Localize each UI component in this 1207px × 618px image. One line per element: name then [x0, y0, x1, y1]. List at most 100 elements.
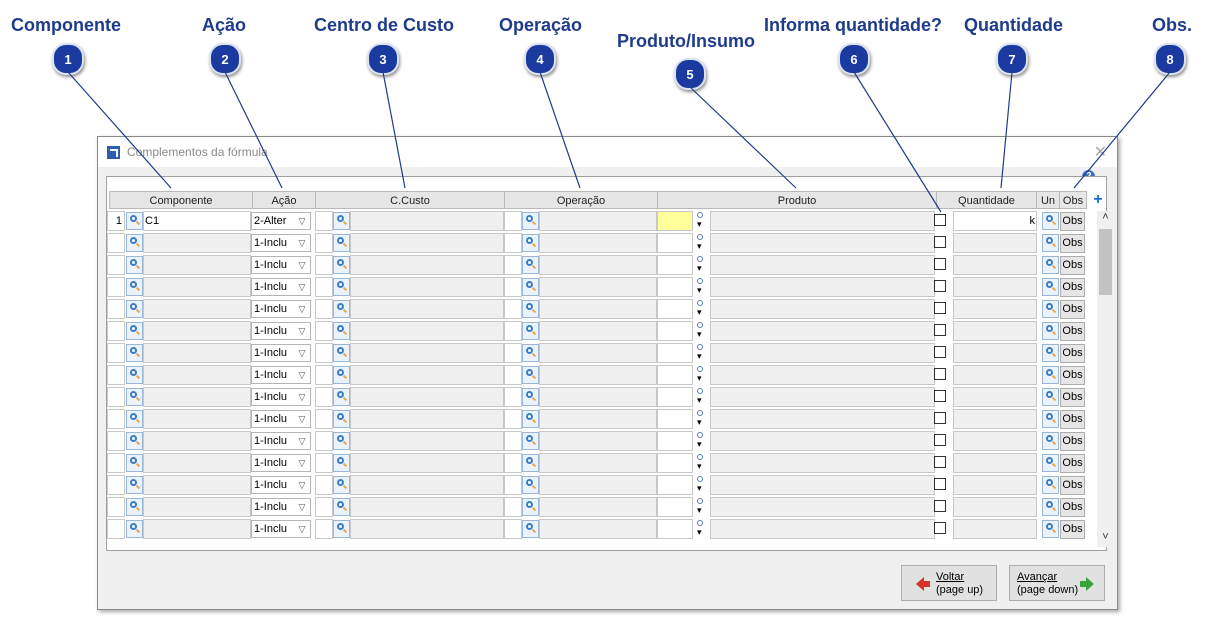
ccusto-code[interactable]	[315, 321, 333, 341]
operacao-lookup-icon[interactable]	[522, 234, 539, 252]
ccusto-lookup-icon[interactable]	[333, 366, 350, 384]
componente-lookup-icon[interactable]	[126, 520, 143, 538]
informa-quantidade-checkbox[interactable]	[934, 412, 946, 424]
ccusto-lookup-icon[interactable]	[333, 212, 350, 230]
produto-code[interactable]	[657, 343, 693, 363]
ccusto-code[interactable]	[315, 431, 333, 451]
operacao-code[interactable]	[504, 343, 522, 363]
produto-lookup-icon[interactable]	[695, 497, 709, 517]
close-icon[interactable]: ✕	[1093, 144, 1107, 161]
informa-quantidade-checkbox[interactable]	[934, 522, 946, 534]
quantidade-field[interactable]	[953, 277, 1037, 297]
operacao-lookup-icon[interactable]	[522, 212, 539, 230]
quantidade-field[interactable]	[953, 431, 1037, 451]
ccusto-code[interactable]	[315, 299, 333, 319]
componente-lookup-icon[interactable]	[126, 212, 143, 230]
quantidade-field[interactable]	[953, 255, 1037, 275]
add-row-plus-icon[interactable]: +	[1093, 191, 1103, 208]
un-lookup-icon[interactable]	[1042, 322, 1059, 340]
ccusto-code[interactable]	[315, 409, 333, 429]
ccusto-lookup-icon[interactable]	[333, 388, 350, 406]
componente-lookup-icon[interactable]	[126, 366, 143, 384]
vertical-scrollbar[interactable]: ˄ ˅	[1097, 211, 1114, 547]
ccusto-code[interactable]	[315, 233, 333, 253]
operacao-lookup-icon[interactable]	[522, 278, 539, 296]
produto-lookup-icon[interactable]	[695, 299, 709, 319]
quantidade-field[interactable]	[953, 497, 1037, 517]
quantidade-field[interactable]	[953, 233, 1037, 253]
produto-lookup-icon[interactable]	[695, 211, 709, 231]
un-lookup-icon[interactable]	[1042, 454, 1059, 472]
operacao-code[interactable]	[504, 453, 522, 473]
componente-lookup-icon[interactable]	[126, 278, 143, 296]
componente-lookup-icon[interactable]	[126, 454, 143, 472]
ccusto-code[interactable]	[315, 365, 333, 385]
produto-code[interactable]	[657, 431, 693, 451]
produto-code[interactable]	[657, 519, 693, 539]
componente-field[interactable]	[143, 365, 251, 385]
quantidade-field[interactable]	[953, 387, 1037, 407]
produto-code[interactable]	[657, 365, 693, 385]
un-lookup-icon[interactable]	[1042, 432, 1059, 450]
acao-select[interactable]: 1-Inclu▽	[251, 388, 311, 406]
operacao-lookup-icon[interactable]	[522, 432, 539, 450]
produto-lookup-icon[interactable]	[695, 409, 709, 429]
operacao-code[interactable]	[504, 299, 522, 319]
operacao-lookup-icon[interactable]	[522, 388, 539, 406]
operacao-code[interactable]	[504, 431, 522, 451]
acao-select[interactable]: 1-Inclu▽	[251, 520, 311, 538]
ccusto-code[interactable]	[315, 453, 333, 473]
ccusto-lookup-icon[interactable]	[333, 498, 350, 516]
ccusto-lookup-icon[interactable]	[333, 476, 350, 494]
operacao-lookup-icon[interactable]	[522, 410, 539, 428]
obs-button[interactable]: Obs	[1060, 410, 1085, 429]
informa-quantidade-checkbox[interactable]	[934, 434, 946, 446]
obs-button[interactable]: Obs	[1060, 300, 1085, 319]
quantidade-field[interactable]	[953, 453, 1037, 473]
ccusto-lookup-icon[interactable]	[333, 344, 350, 362]
operacao-code[interactable]	[504, 321, 522, 341]
componente-field[interactable]	[143, 233, 251, 253]
scroll-thumb[interactable]	[1099, 229, 1112, 295]
obs-button[interactable]: Obs	[1060, 278, 1085, 297]
componente-lookup-icon[interactable]	[126, 234, 143, 252]
avancar-button[interactable]: Avançar(page down)	[1009, 565, 1105, 601]
informa-quantidade-checkbox[interactable]	[934, 236, 946, 248]
scroll-down-icon[interactable]: ˅	[1102, 531, 1109, 543]
informa-quantidade-checkbox[interactable]	[934, 478, 946, 490]
operacao-code[interactable]	[504, 409, 522, 429]
obs-button[interactable]: Obs	[1060, 388, 1085, 407]
informa-quantidade-checkbox[interactable]	[934, 324, 946, 336]
obs-button[interactable]: Obs	[1060, 432, 1085, 451]
ccusto-lookup-icon[interactable]	[333, 520, 350, 538]
ccusto-code[interactable]	[315, 497, 333, 517]
ccusto-lookup-icon[interactable]	[333, 256, 350, 274]
ccusto-code[interactable]	[315, 387, 333, 407]
chevron-down-icon[interactable]: ▽	[298, 480, 306, 490]
chevron-down-icon[interactable]: ▽	[298, 502, 306, 512]
quantidade-field[interactable]	[953, 365, 1037, 385]
produto-code[interactable]	[657, 409, 693, 429]
produto-lookup-icon[interactable]	[695, 475, 709, 495]
chevron-down-icon[interactable]: ▽	[298, 282, 306, 292]
produto-lookup-icon[interactable]	[695, 453, 709, 473]
un-lookup-icon[interactable]	[1042, 366, 1059, 384]
chevron-down-icon[interactable]: ▽	[298, 216, 306, 226]
operacao-code[interactable]	[504, 497, 522, 517]
quantidade-field[interactable]	[953, 409, 1037, 429]
componente-lookup-icon[interactable]	[126, 300, 143, 318]
ccusto-code[interactable]	[315, 475, 333, 495]
operacao-code[interactable]	[504, 211, 522, 231]
acao-select[interactable]: 1-Inclu▽	[251, 432, 311, 450]
componente-lookup-icon[interactable]	[126, 344, 143, 362]
un-lookup-icon[interactable]	[1042, 344, 1059, 362]
ccusto-lookup-icon[interactable]	[333, 278, 350, 296]
operacao-lookup-icon[interactable]	[522, 366, 539, 384]
componente-field[interactable]: C1	[143, 211, 251, 231]
operacao-code[interactable]	[504, 475, 522, 495]
operacao-lookup-icon[interactable]	[522, 322, 539, 340]
ccusto-code[interactable]	[315, 255, 333, 275]
produto-lookup-icon[interactable]	[695, 365, 709, 385]
produto-code[interactable]	[657, 321, 693, 341]
informa-quantidade-checkbox[interactable]	[934, 368, 946, 380]
